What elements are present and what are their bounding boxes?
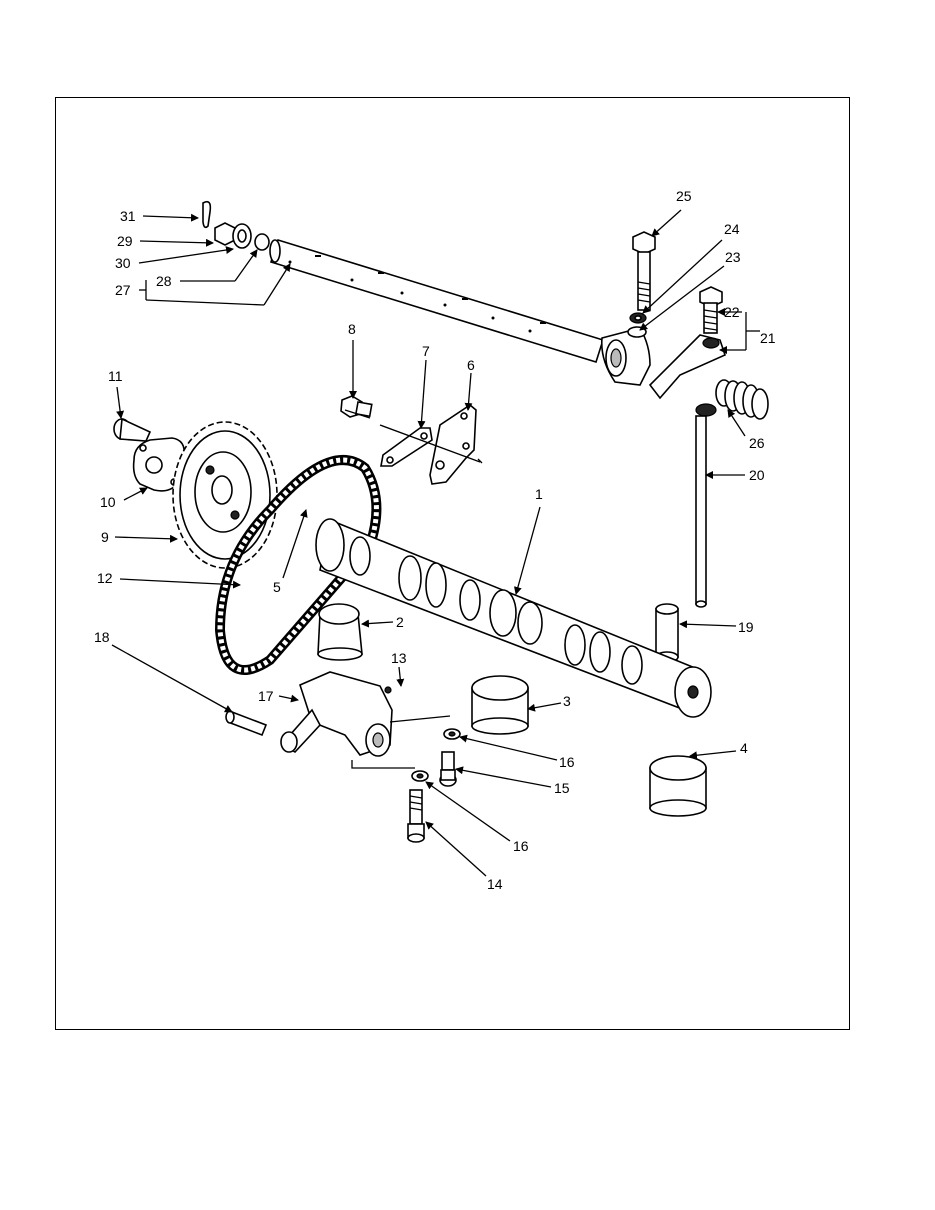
- callout-20: 20: [749, 467, 765, 483]
- callout-30: 30: [115, 255, 131, 271]
- bracket-7: [380, 427, 433, 467]
- callout-17: 17: [258, 688, 274, 704]
- callout-28: 28: [156, 273, 172, 289]
- callout-3: 3: [563, 693, 571, 709]
- camshaft: [315, 518, 712, 718]
- bearing-4: [649, 755, 707, 817]
- callout-21: 21: [760, 330, 776, 346]
- pedestal-bolt: [629, 231, 656, 324]
- rocker-shaft: [269, 239, 605, 363]
- callout-2: 2: [396, 614, 404, 630]
- callout-15: 15: [554, 780, 570, 796]
- callout-13: 13: [391, 650, 407, 666]
- chain-tensioner: [280, 671, 393, 757]
- callout-27: 27: [115, 282, 131, 298]
- callout-31: 31: [120, 208, 136, 224]
- callout-23: 23: [725, 249, 741, 265]
- leader-lines: [111, 209, 760, 877]
- callout-29: 29: [117, 233, 133, 249]
- figure-frame: [55, 97, 850, 1030]
- rocker-pedestal: [600, 326, 651, 386]
- bolt-8: [340, 395, 373, 418]
- callout-18: 18: [94, 629, 110, 645]
- callout-6: 6: [467, 357, 475, 373]
- shaft-end-parts: [202, 200, 270, 251]
- bolt-15: [439, 751, 457, 787]
- cam-sprocket: [172, 421, 278, 569]
- washer-16-upper: [443, 728, 461, 740]
- callout-16-upper: 16: [559, 754, 575, 770]
- callout-5: 5: [273, 579, 281, 595]
- callout-10: 10: [100, 494, 116, 510]
- bolt-11: [113, 417, 152, 442]
- valve-spring: [715, 379, 769, 420]
- callout-24: 24: [724, 221, 740, 237]
- washer-16-lower: [411, 770, 429, 782]
- callout-16-lower: 16: [513, 838, 529, 854]
- callout-25: 25: [676, 188, 692, 204]
- callout-7: 7: [422, 343, 430, 359]
- callout-8: 8: [348, 321, 356, 337]
- callout-labels: 1 2 3 4 5 6 7 8 9 10 11 12 13 14 15 16 1…: [94, 188, 776, 892]
- callout-11: 11: [108, 368, 123, 384]
- bolt-14: [407, 789, 425, 843]
- rocker-arm: [648, 286, 726, 400]
- callout-9: 9: [101, 529, 109, 545]
- callout-26: 26: [749, 435, 765, 451]
- callout-19: 19: [738, 619, 754, 635]
- callout-14: 14: [487, 876, 503, 892]
- bracket-6: [429, 404, 477, 485]
- pushrod: [695, 403, 717, 608]
- callout-4: 4: [740, 740, 748, 756]
- callout-12: 12: [97, 570, 113, 586]
- callout-1: 1: [535, 486, 543, 502]
- bearing-2: [317, 603, 363, 661]
- bearing-3: [471, 675, 529, 735]
- tensioner-pin: [225, 710, 268, 737]
- callout-22: 22: [724, 304, 740, 320]
